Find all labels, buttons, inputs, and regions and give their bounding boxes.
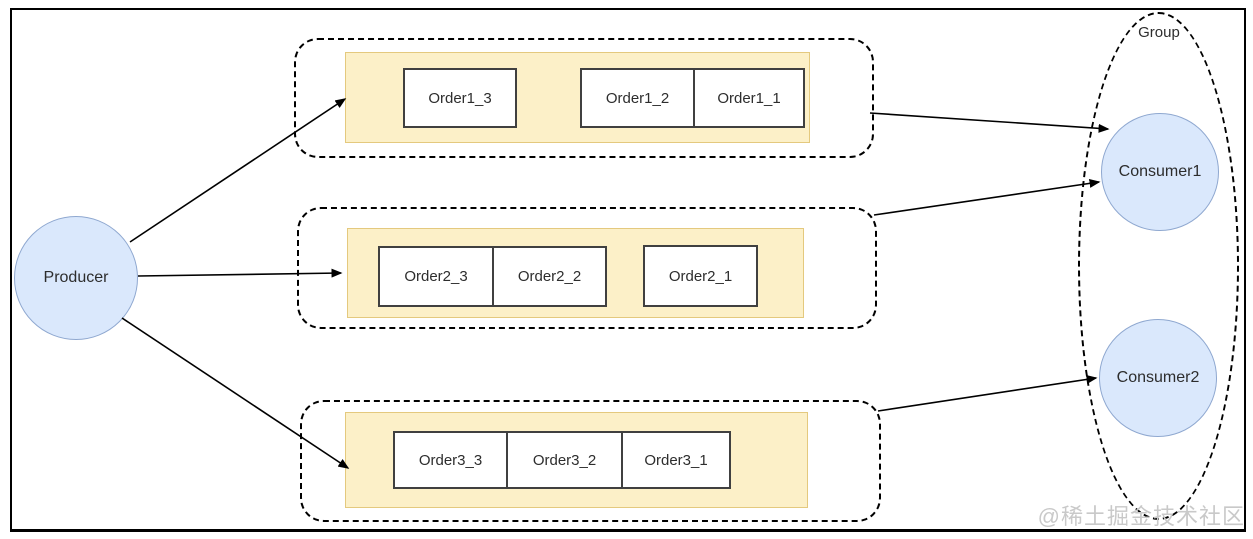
order-box: Order1_3 — [403, 68, 517, 128]
order-box: Order2_3 — [378, 246, 494, 307]
order-label: Order1_2 — [605, 89, 670, 107]
order-label: Order3_2 — [532, 451, 597, 469]
order-label: Order2_1 — [668, 267, 733, 285]
consumer2-label: Consumer2 — [1116, 369, 1200, 386]
producer-node: Producer — [14, 216, 138, 340]
consumer-group-ellipse — [1078, 12, 1239, 520]
order-box: Order1_2 — [580, 68, 695, 128]
order-label: Order2_2 — [517, 268, 582, 285]
producer-label: Producer — [43, 269, 109, 286]
order-box: Order3_2 — [506, 431, 623, 489]
order-box: Order2_2 — [492, 246, 607, 307]
diagram-frame — [10, 8, 1246, 532]
queue1-container — [294, 38, 874, 158]
watermark-text: @稀土掘金技术社区 — [1037, 504, 1245, 529]
order-label: Order1_1 — [717, 89, 781, 107]
consumer1-label: Consumer1 — [1118, 163, 1202, 180]
order-label: Order2_3 — [404, 268, 468, 285]
queue2-container — [297, 207, 877, 329]
consumer-group-label: Group — [1138, 24, 1180, 41]
order-label: Order3_3 — [418, 451, 483, 469]
order-label: Order1_3 — [428, 89, 492, 107]
consumer1-node: Consumer1 — [1101, 113, 1219, 231]
order-box: Order1_1 — [693, 68, 805, 128]
order-label: Order3_1 — [644, 451, 708, 469]
order-box: Order3_1 — [621, 431, 731, 489]
order-box: Order2_1 — [643, 245, 758, 307]
order-box: Order3_3 — [393, 431, 508, 489]
consumer2-node: Consumer2 — [1099, 319, 1217, 437]
